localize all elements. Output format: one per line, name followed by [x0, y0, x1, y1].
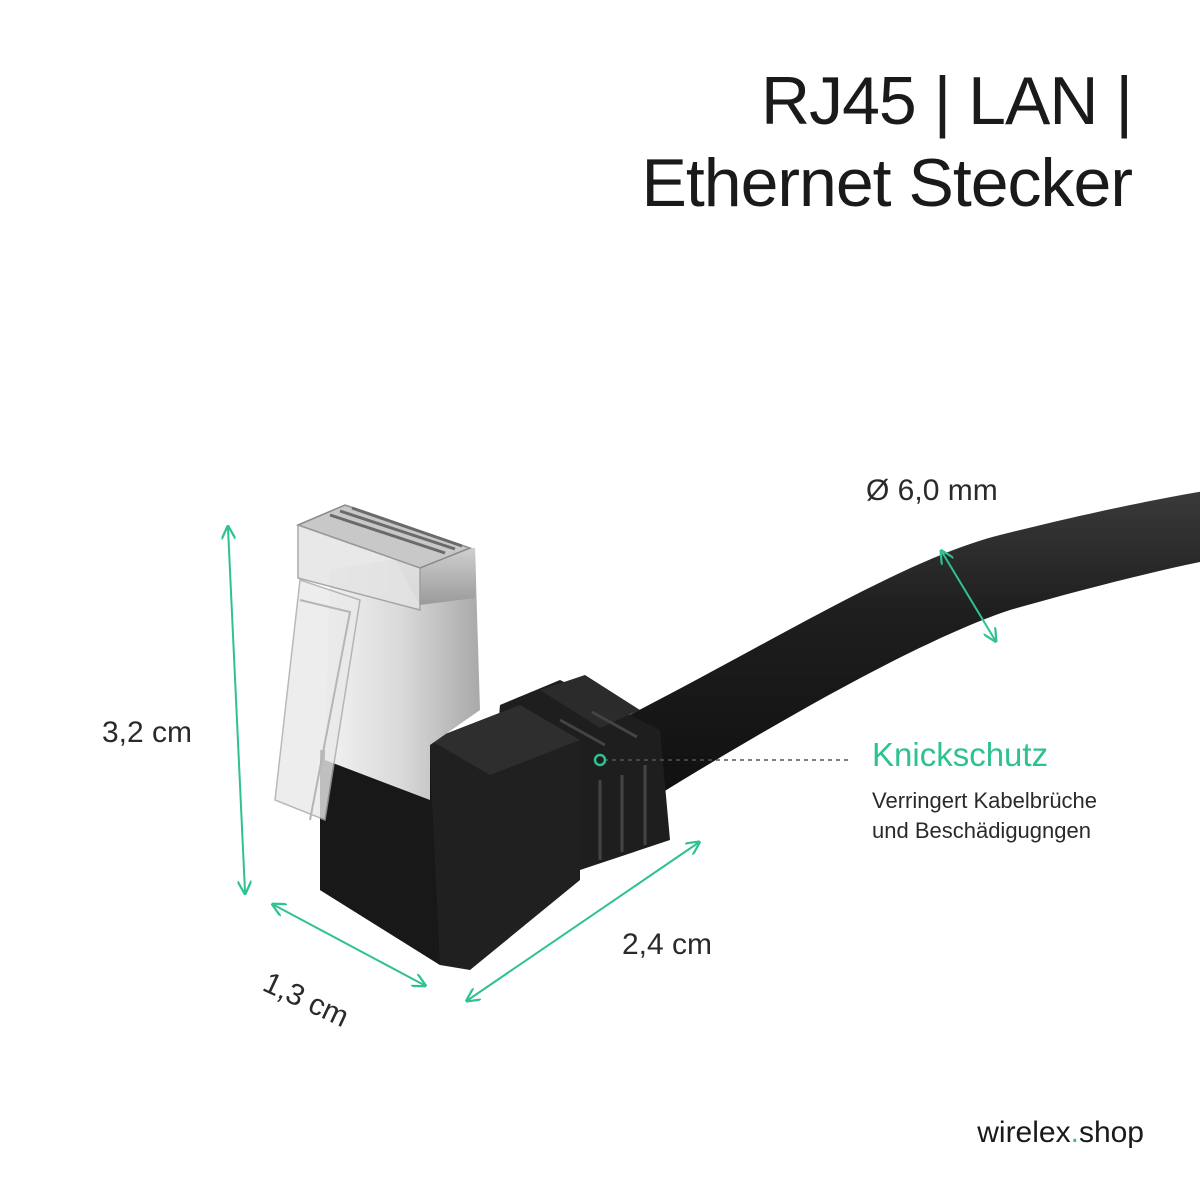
width-arrow: [468, 843, 698, 1000]
callout-line-1: Verringert Kabelbrüche: [872, 788, 1098, 813]
transparent-plug: [274, 504, 473, 822]
page-title: RJ45 | LAN | Ethernet Stecker: [641, 60, 1133, 224]
diameter-arrow: [942, 552, 995, 640]
callout-title: Knickschutz: [872, 736, 1049, 773]
title-line-2: Ethernet Stecker: [641, 145, 1133, 221]
title-line-1: RJ45 | LAN |: [760, 63, 1133, 139]
brand-logo: wirelex.shop: [977, 1116, 1144, 1150]
height-label: 3,2 cm: [102, 716, 193, 749]
brand-dot: .: [1070, 1116, 1079, 1149]
callout-description: Verringert Kabelbrüche und Beschädigugng…: [872, 786, 1097, 846]
callout-line-2: und Beschädigugngen: [872, 818, 1091, 843]
brand-name: wirelex: [977, 1116, 1071, 1149]
callout-dot: [593, 753, 607, 767]
width-label: 2,4 cm: [622, 928, 713, 961]
diameter-label: Ø 6,0 mm: [866, 474, 998, 507]
metal-shield: [325, 548, 480, 800]
height-arrow: [228, 528, 245, 892]
brand-tld: shop: [1078, 1116, 1144, 1149]
depth-arrow: [274, 905, 424, 985]
cable: [600, 491, 1200, 800]
